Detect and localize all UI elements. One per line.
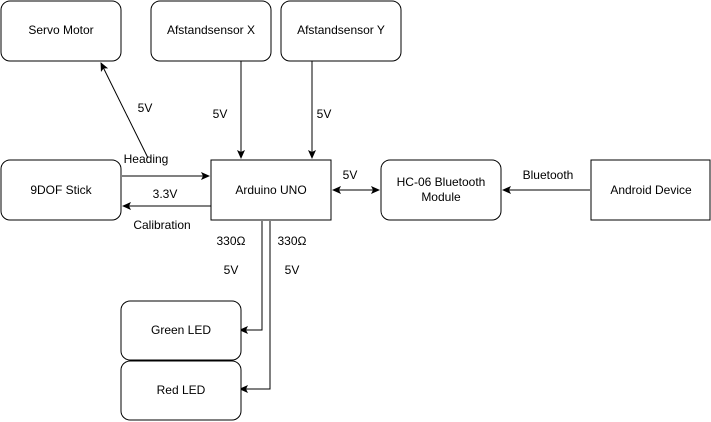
red-resistor-label: 330Ω bbox=[278, 234, 307, 248]
bluetooth-label: Bluetooth bbox=[523, 168, 574, 182]
hc06-label-line2: Module bbox=[421, 190, 461, 204]
edge-9dof-to-servo bbox=[100, 62, 149, 159]
servo-motor-label: Servo Motor bbox=[28, 23, 93, 37]
green-led-node: Green LED bbox=[120, 300, 242, 361]
sensor-y-voltage-label: 5V bbox=[317, 107, 332, 121]
afstandsensor-y-node: Afstandsensor Y bbox=[280, 0, 402, 62]
afstandsensor-y-label: Afstandsensor Y bbox=[297, 23, 385, 37]
red-led-label: Red LED bbox=[157, 383, 206, 397]
calibration-label: Calibration bbox=[133, 218, 190, 232]
nine-dof-node: 9DOF Stick bbox=[0, 159, 122, 221]
android-label: Android Device bbox=[610, 183, 692, 197]
android-node: Android Device bbox=[590, 159, 711, 221]
edge-arduino-to-red-led bbox=[239, 221, 271, 393]
afstandsensor-x-node: Afstandsensor X bbox=[150, 0, 272, 62]
green-voltage-label: 5V bbox=[224, 263, 239, 277]
heading-label: Heading bbox=[124, 152, 169, 166]
servo-voltage-label: 5V bbox=[138, 101, 153, 115]
hc06-voltage-label: 5V bbox=[343, 168, 358, 182]
hc06-node: HC-06 Bluetooth Module bbox=[380, 159, 502, 221]
sensor-x-voltage-label: 5V bbox=[213, 107, 228, 121]
nine-dof-voltage-label: 3.3V bbox=[153, 187, 178, 201]
green-led-label: Green LED bbox=[151, 323, 211, 337]
edge-arduino-to-green-led bbox=[239, 221, 263, 334]
servo-motor-node: Servo Motor bbox=[0, 0, 122, 62]
red-voltage-label: 5V bbox=[285, 263, 300, 277]
green-resistor-label: 330Ω bbox=[217, 234, 246, 248]
arduino-node: Arduino UNO bbox=[210, 159, 332, 221]
arduino-label: Arduino UNO bbox=[235, 183, 306, 197]
afstandsensor-x-label: Afstandsensor X bbox=[167, 23, 255, 37]
red-led-node: Red LED bbox=[120, 360, 242, 421]
hc06-label-line1: HC-06 Bluetooth bbox=[397, 175, 486, 189]
nine-dof-label: 9DOF Stick bbox=[30, 183, 92, 197]
